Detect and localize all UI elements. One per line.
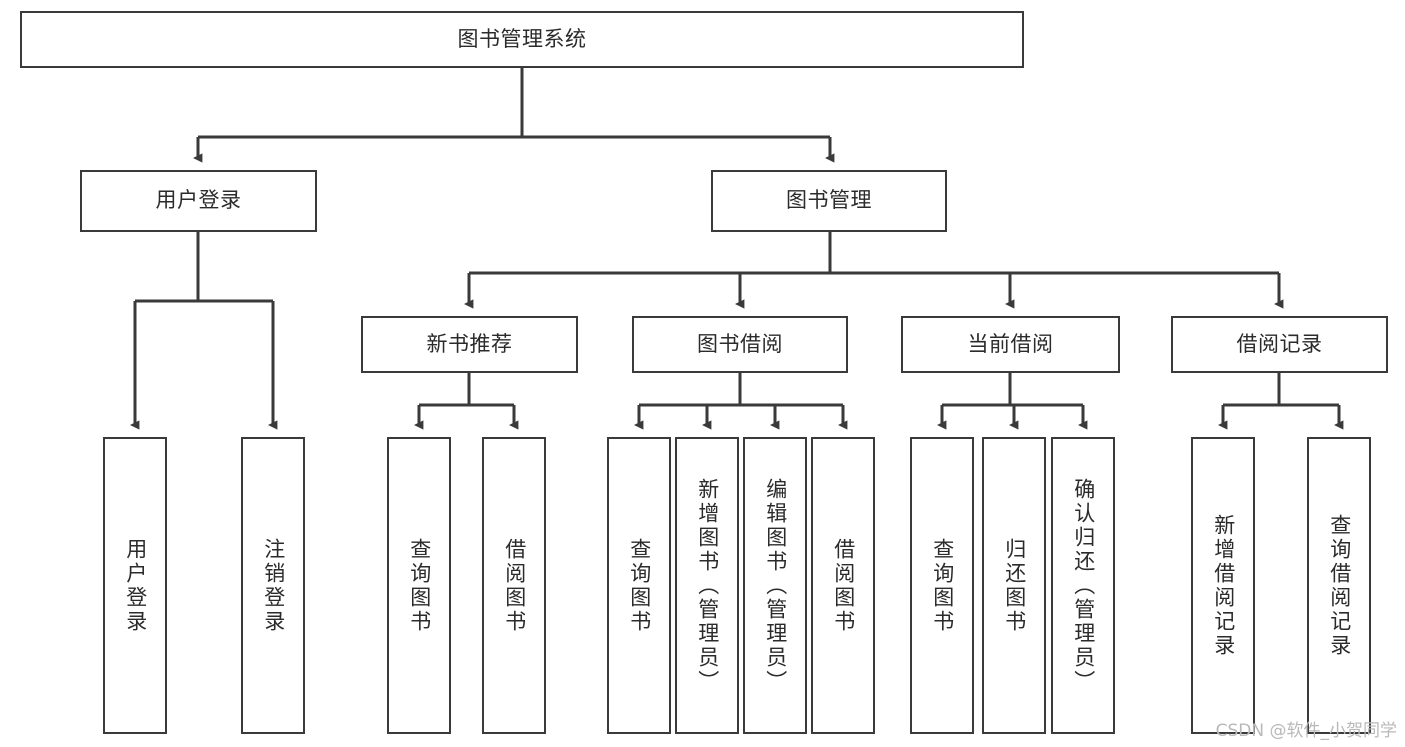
node-leaf-add-book-admin[interactable]: 新增图书（管理员） <box>675 437 739 734</box>
node-book-manage[interactable]: 图书管理 <box>711 170 947 232</box>
node-leaf-query-book-brw[interactable]: 查询图书 <box>607 437 671 734</box>
node-user-login[interactable]: 用户登录 <box>80 170 317 232</box>
node-leaf-user-logout[interactable]: 注销登录 <box>241 437 305 734</box>
node-leaf-add-borrow-record[interactable]: 新增借阅记录 <box>1191 437 1255 734</box>
node-leaf-borrow-book-rec[interactable]: 借阅图书 <box>482 437 546 734</box>
node-leaf-query-book-cur-label: 查询图书 <box>930 537 955 634</box>
node-leaf-user-login[interactable]: 用户登录 <box>103 437 167 734</box>
node-root[interactable]: 图书管理系统 <box>20 11 1024 68</box>
node-leaf-borrow-book-brw[interactable]: 借阅图书 <box>811 437 875 734</box>
node-leaf-user-logout-label: 注销登录 <box>261 537 286 634</box>
node-leaf-user-login-label: 用户登录 <box>123 537 148 634</box>
node-user-login-label: 用户登录 <box>155 188 242 213</box>
node-new-book-recommend[interactable]: 新书推荐 <box>361 316 578 373</box>
node-root-label: 图书管理系统 <box>457 26 587 51</box>
csdn-watermark: CSDN @软件_小贺同学 <box>1215 721 1397 741</box>
node-current-borrow-label: 当前借阅 <box>967 331 1054 356</box>
node-leaf-edit-book-admin[interactable]: 编辑图书（管理员） <box>743 437 807 734</box>
node-leaf-add-book-admin-label: 新增图书（管理员） <box>695 477 720 694</box>
node-book-manage-label: 图书管理 <box>786 188 872 213</box>
node-leaf-query-book-rec-label: 查询图书 <box>407 537 432 634</box>
node-leaf-return-book[interactable]: 归还图书 <box>982 437 1046 734</box>
node-leaf-confirm-return-admin[interactable]: 确认归还（管理员） <box>1051 437 1115 734</box>
node-leaf-confirm-return-admin-label: 确认归还（管理员） <box>1071 477 1096 694</box>
node-borrow-record[interactable]: 借阅记录 <box>1171 316 1388 373</box>
node-leaf-borrow-book-rec-label: 借阅图书 <box>502 537 527 634</box>
node-leaf-add-borrow-record-label: 新增借阅记录 <box>1211 513 1236 658</box>
node-book-borrow-label: 图书借阅 <box>697 331 783 356</box>
node-borrow-record-label: 借阅记录 <box>1236 331 1323 356</box>
node-leaf-query-borrow-record-label: 查询借阅记录 <box>1327 513 1352 658</box>
node-leaf-query-borrow-record[interactable]: 查询借阅记录 <box>1307 437 1371 734</box>
node-leaf-query-book-brw-label: 查询图书 <box>627 537 652 634</box>
node-book-borrow[interactable]: 图书借阅 <box>632 316 848 373</box>
node-new-book-recommend-label: 新书推荐 <box>426 331 513 356</box>
node-leaf-borrow-book-brw-label: 借阅图书 <box>831 537 856 634</box>
node-current-borrow[interactable]: 当前借阅 <box>901 316 1120 373</box>
node-leaf-return-book-label: 归还图书 <box>1002 537 1027 634</box>
node-leaf-edit-book-admin-label: 编辑图书（管理员） <box>763 477 788 694</box>
node-leaf-query-book-rec[interactable]: 查询图书 <box>387 437 451 734</box>
node-leaf-query-book-cur[interactable]: 查询图书 <box>910 437 974 734</box>
